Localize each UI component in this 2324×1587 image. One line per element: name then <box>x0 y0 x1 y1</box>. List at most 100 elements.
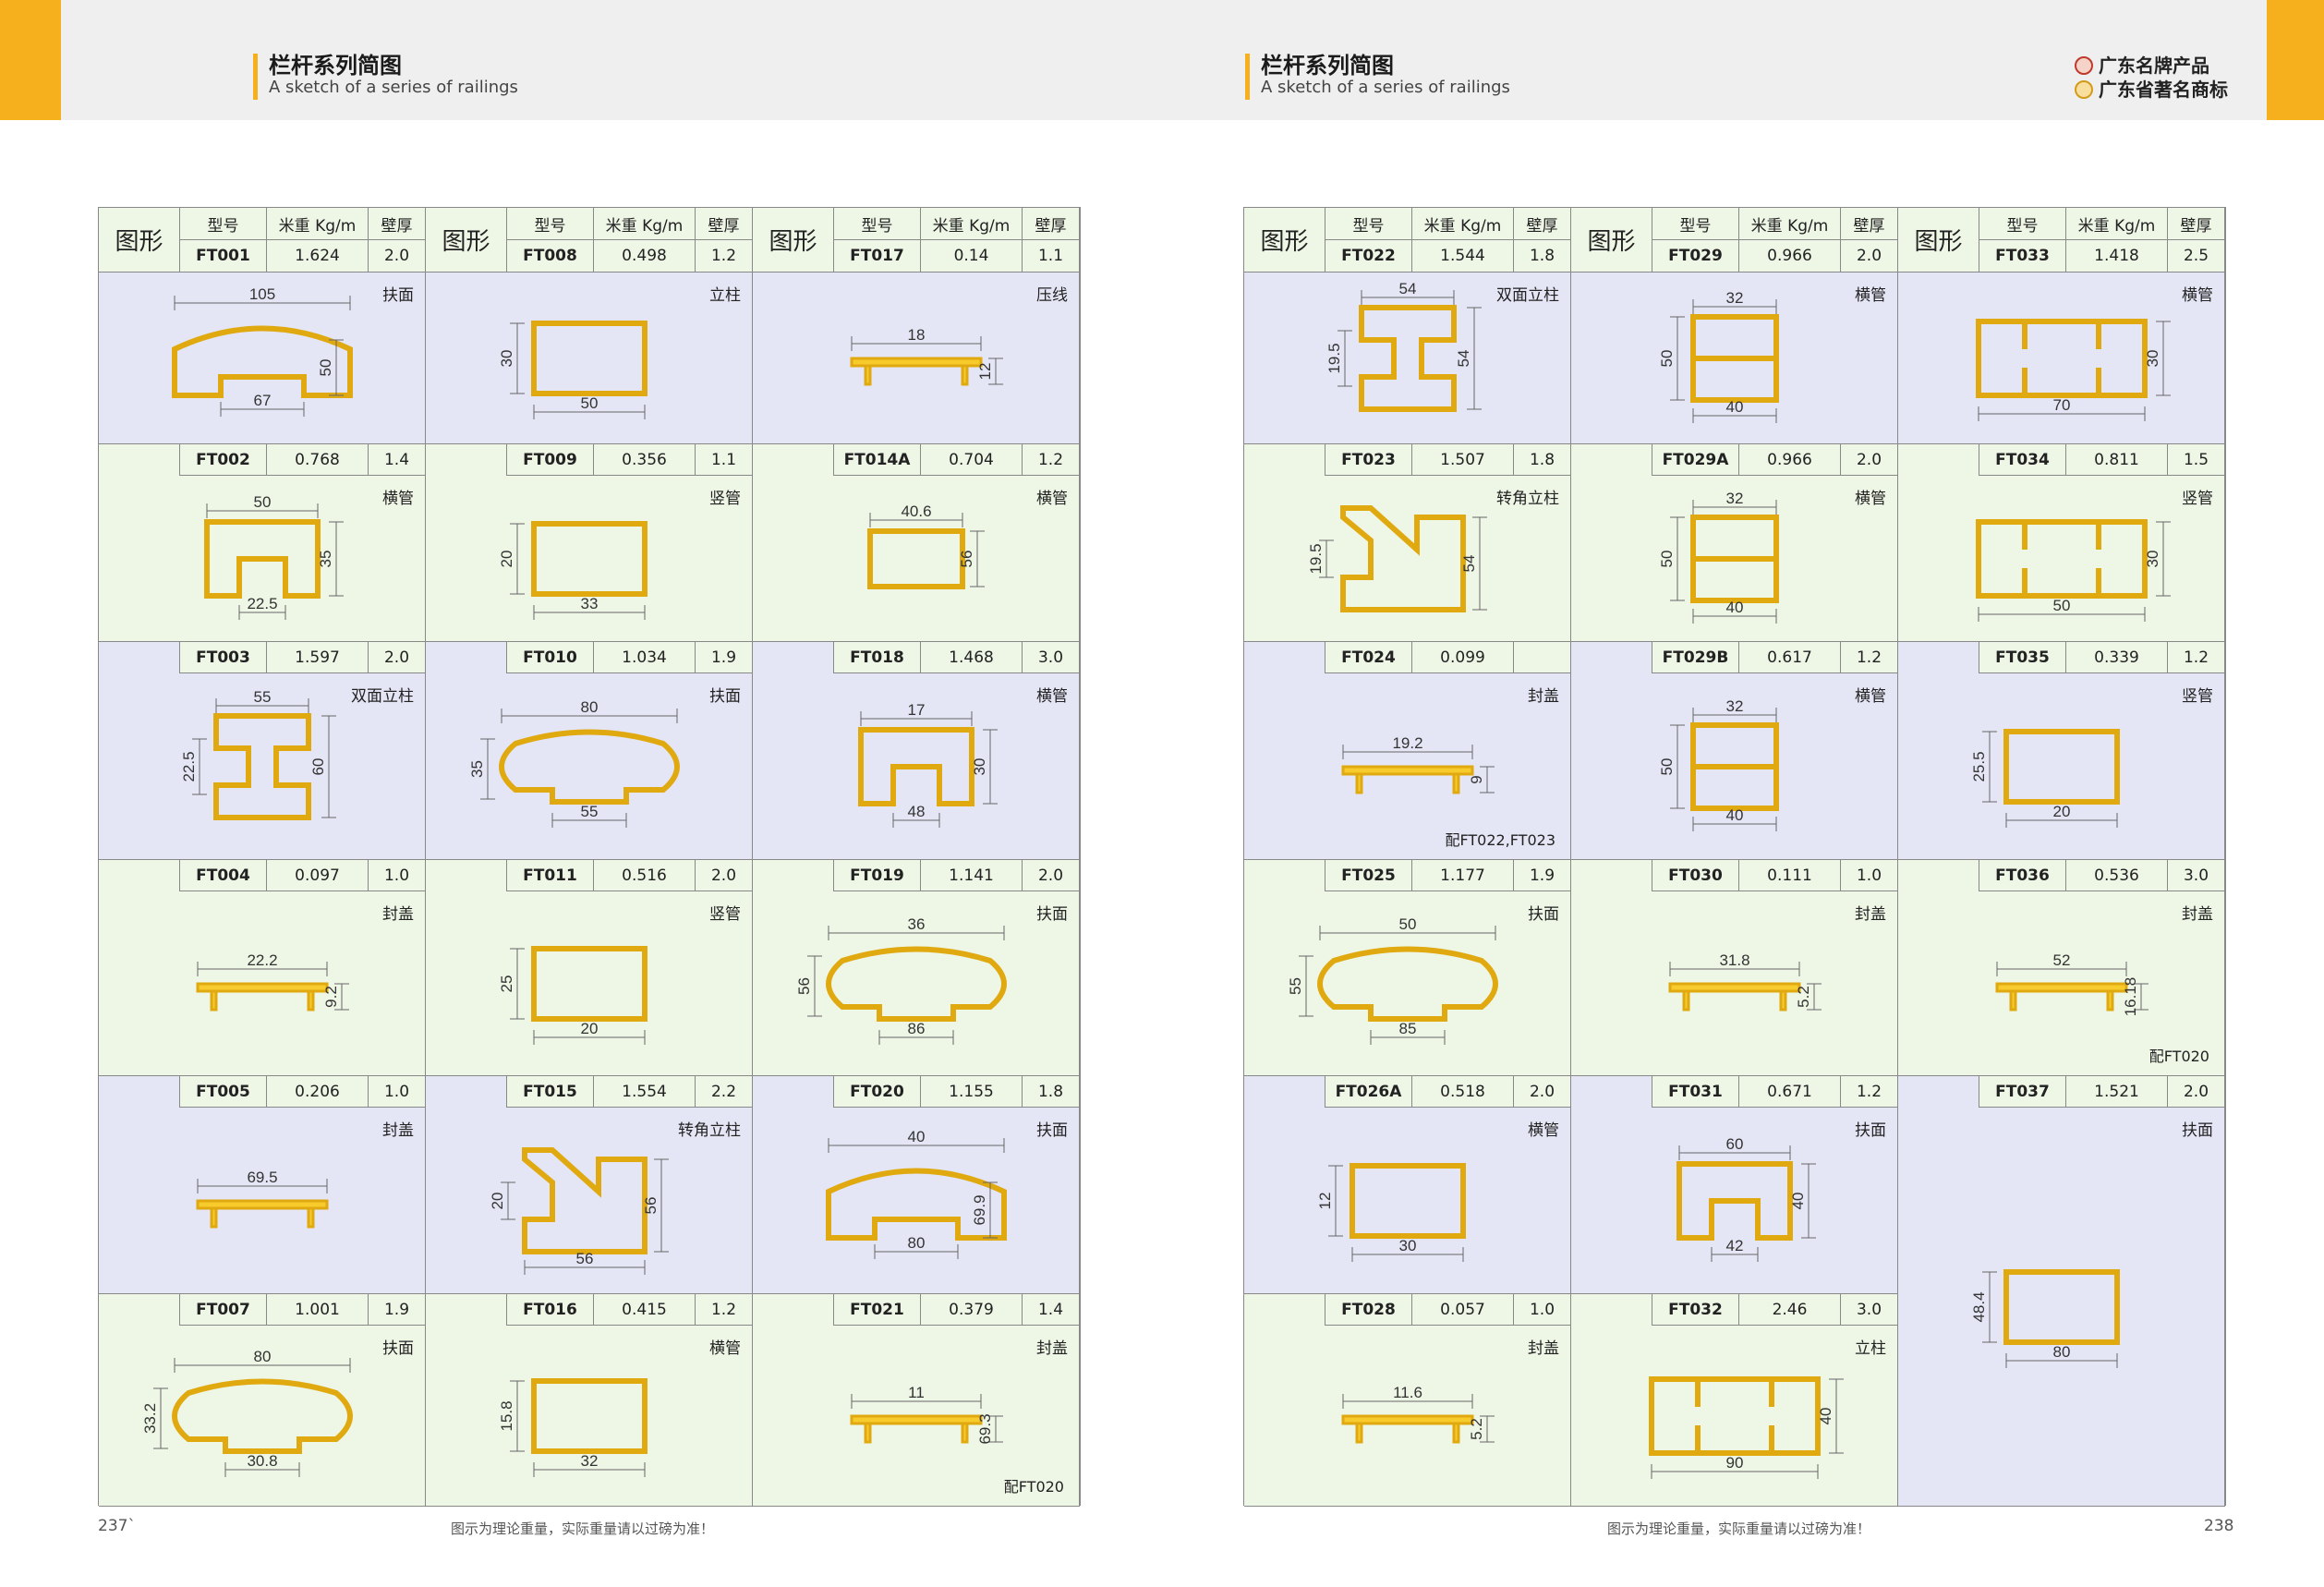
profile-code: FT037 <box>1979 1076 2066 1108</box>
model-header: 型号 <box>834 208 921 240</box>
profile-thick: 1.9 <box>369 1294 426 1326</box>
model-header: 型号 <box>507 208 594 240</box>
svg-text:56: 56 <box>642 1197 660 1215</box>
profile-code: FT010 <box>507 642 594 673</box>
thickness-header: 壁厚 <box>2168 208 2225 240</box>
svg-text:54: 54 <box>1460 555 1478 573</box>
profile-code: FT036 <box>1979 860 2066 891</box>
profile-thick: 1.2 <box>1841 642 1898 673</box>
svg-text:22.2: 22.2 <box>247 951 277 969</box>
profile-code: FT003 <box>180 642 267 673</box>
profile-code: FT015 <box>507 1076 594 1108</box>
svg-text:80: 80 <box>581 698 599 716</box>
profile-code: FT029A <box>1652 444 1739 476</box>
figure-blank <box>753 1076 834 1108</box>
profile-type-label: 竖管 <box>709 905 741 924</box>
profile-code: FT002 <box>180 444 267 476</box>
svg-text:69.5: 69.5 <box>247 1169 277 1186</box>
profile-drawing-ft005: 69.5 <box>196 1169 329 1229</box>
model-header: 型号 <box>180 208 267 240</box>
profile-weight: 1.554 <box>594 1076 696 1108</box>
profile-thick: 1.2 <box>2168 642 2225 673</box>
svg-text:55: 55 <box>581 803 599 820</box>
profile-code: FT025 <box>1325 860 1412 891</box>
svg-text:30: 30 <box>2144 551 2161 568</box>
svg-text:20: 20 <box>581 1020 599 1037</box>
svg-text:32: 32 <box>1726 697 1744 715</box>
weight-header: 米重 Kg/m <box>1412 208 1514 240</box>
svg-text:15.8: 15.8 <box>498 1400 515 1431</box>
profile-type-label: 封盖 <box>1528 1339 1559 1358</box>
profile-type-label: 转角立柱 <box>678 1121 741 1140</box>
profile-weight: 0.768 <box>267 444 369 476</box>
profile-type-label: 扶面 <box>382 1339 414 1358</box>
profile-weight: 1.418 <box>2066 240 2168 273</box>
profile-thick: 1.0 <box>1514 1294 1571 1326</box>
figure-blank <box>426 444 507 476</box>
figure-blank <box>1571 444 1652 476</box>
svg-text:85: 85 <box>1399 1020 1417 1037</box>
profile-code: FT034 <box>1979 444 2066 476</box>
svg-text:60: 60 <box>1726 1135 1744 1153</box>
profile-code: FT022 <box>1325 240 1412 273</box>
profile-code: FT001 <box>180 240 267 273</box>
profile-thick: 1.5 <box>2168 444 2225 476</box>
profile-code: FT024 <box>1325 642 1412 673</box>
profile-thick: 2.0 <box>1841 444 1898 476</box>
profile-drawing-ft028: 11.65.2 <box>1341 1384 1495 1444</box>
profile-weight: 1.177 <box>1412 860 1514 891</box>
profile-type-label: 封盖 <box>1528 687 1559 706</box>
figure-blank <box>99 1076 180 1108</box>
profile-drawing-ft010: 80 35 55 <box>468 698 680 828</box>
svg-text:54: 54 <box>1455 350 1472 368</box>
profile-code: FT017 <box>834 240 921 273</box>
profile-code: FT035 <box>1979 642 2066 673</box>
figure-blank <box>753 1294 834 1326</box>
profile-thick: 3.0 <box>1023 642 1080 673</box>
profile-weight: 1.034 <box>594 642 696 673</box>
profile-weight: 1.624 <box>267 240 369 273</box>
svg-text:19.2: 19.2 <box>1392 734 1422 752</box>
page-number-left: 237` <box>98 1517 136 1535</box>
svg-text:18: 18 <box>908 326 926 344</box>
profile-type-label: 横管 <box>1036 490 1068 508</box>
svg-text:35: 35 <box>468 760 486 778</box>
profile-type-label: 扶面 <box>1855 1121 1886 1140</box>
profile-code: FT028 <box>1325 1294 1412 1326</box>
brand-badges: 广东名牌产品 广东省著名商标 <box>2075 54 2228 102</box>
profile-weight: 0.206 <box>267 1076 369 1108</box>
page-title-right: 栏杆系列简图 A sketch of a series of railings <box>1245 54 1510 100</box>
svg-text:22.5: 22.5 <box>247 595 277 612</box>
profile-code: FT033 <box>1979 240 2066 273</box>
profile-code: FT026A <box>1325 1076 1412 1108</box>
title-en: A sketch of a series of railings <box>1261 78 1510 97</box>
weight-header: 米重 Kg/m <box>2066 208 2168 240</box>
svg-text:30: 30 <box>498 350 515 368</box>
profile-code: FT021 <box>834 1294 921 1326</box>
profile-weight: 0.415 <box>594 1294 696 1326</box>
svg-text:22.5: 22.5 <box>180 751 198 781</box>
svg-text:40: 40 <box>1726 599 1744 616</box>
